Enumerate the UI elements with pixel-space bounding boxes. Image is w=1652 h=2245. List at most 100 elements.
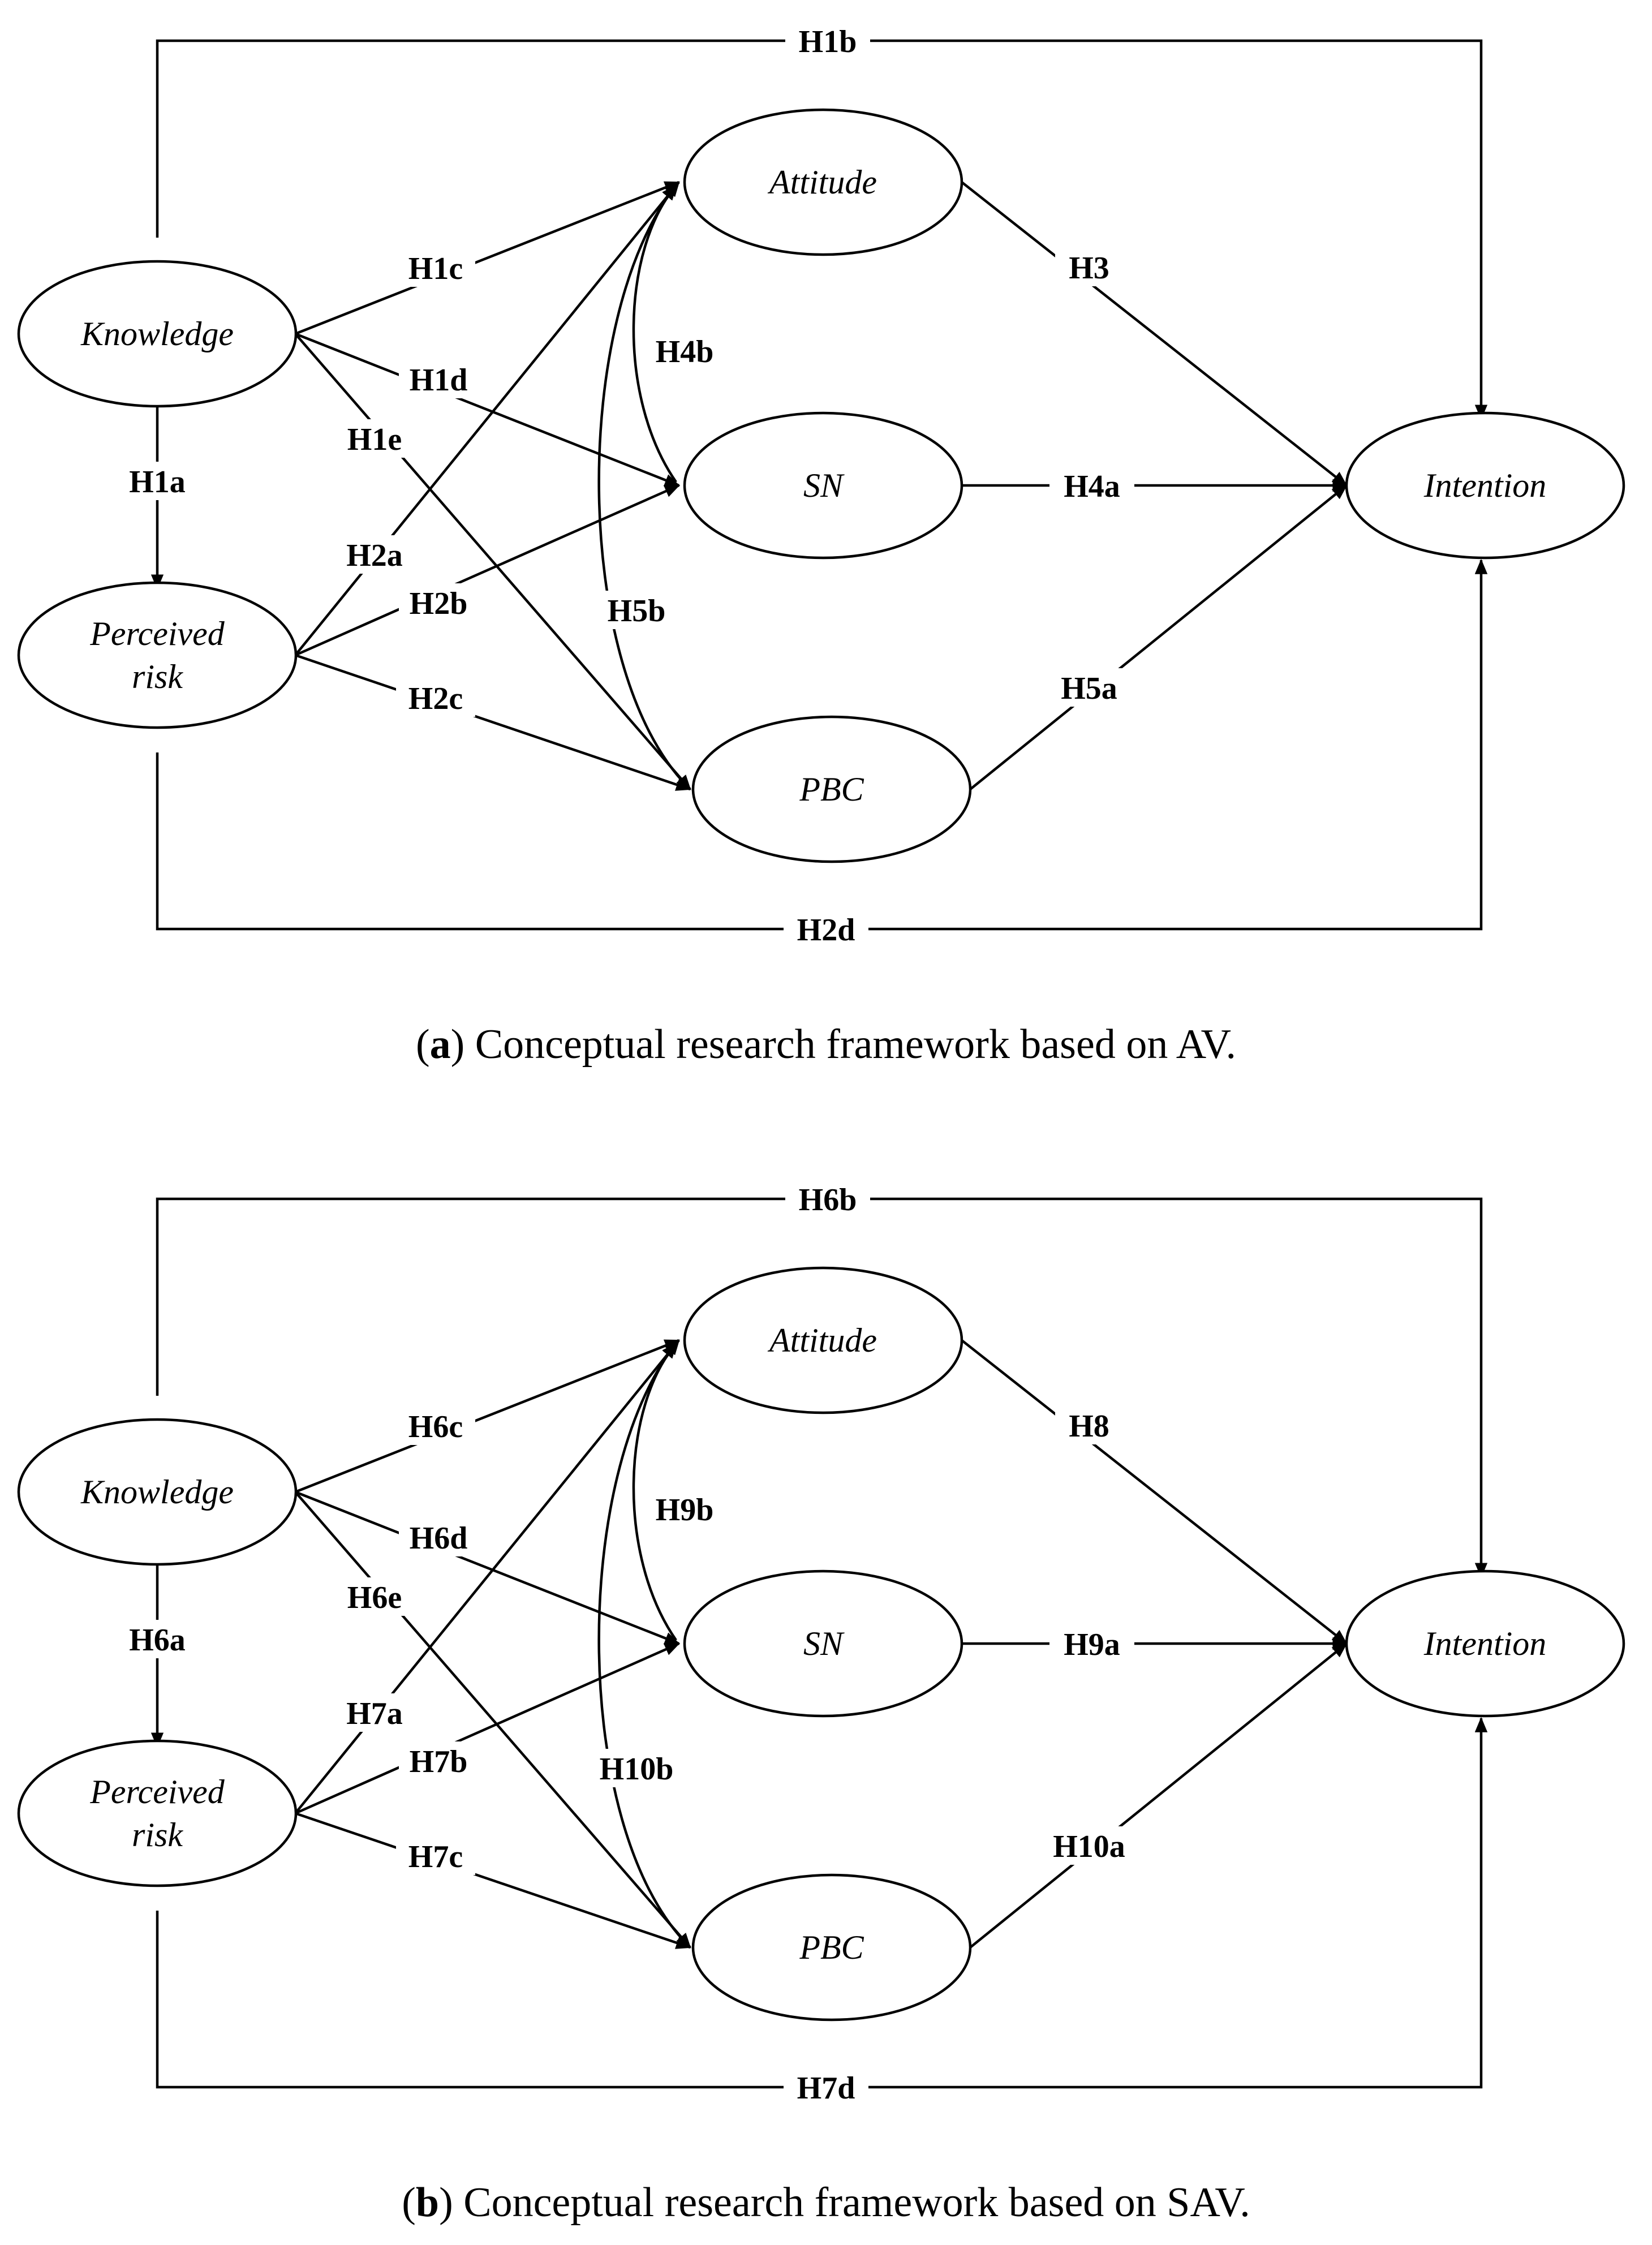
hypothesis-label-k-att: H1c <box>408 251 463 286</box>
hypothesis-label-bg <box>586 1749 687 1787</box>
attitude-node-label: Attitude <box>767 1322 877 1359</box>
knowledge-node-label: Knowledge <box>80 1473 234 1511</box>
hypothesis-label-k-sn: H6d <box>410 1521 468 1556</box>
perceived-risk-node-label-line-2: risk <box>132 658 183 695</box>
hypothesis-label-pr-int: H2d <box>797 913 855 948</box>
hypothesis-label-bg <box>399 1741 478 1780</box>
sn-node <box>683 411 963 560</box>
edge-attitude-intention <box>961 1339 1348 1645</box>
hypothesis-label-pr-pbc: H2c <box>408 681 463 716</box>
pbc-node <box>691 715 972 863</box>
attitude-node <box>683 1266 963 1414</box>
edge-knowledge-sn <box>295 332 681 487</box>
hypothesis-label-bg <box>586 591 687 629</box>
hypothesis-label-k-att: H6c <box>408 1409 463 1444</box>
hypothesis-label-bg <box>1049 466 1134 505</box>
perceived-risk-node <box>17 581 298 729</box>
caption-panel-key: b <box>416 2179 439 2226</box>
hypothesis-label-bg <box>1055 1406 1123 1444</box>
caption-text: ) Conceptual research framework based on… <box>439 2179 1250 2226</box>
knowledge-node <box>17 260 298 408</box>
hypothesis-label-pbc-int: H10a <box>1053 1829 1125 1864</box>
hypothesis-label-bg <box>396 1407 475 1445</box>
hypothesis-label-k-pbc: H6e <box>347 1580 402 1615</box>
sn-node <box>683 1569 963 1718</box>
hypothesis-label-sn-att: H4b <box>656 334 714 369</box>
hypothesis-label-bg <box>118 462 197 500</box>
hypothesis-label-bg <box>399 1518 478 1556</box>
hypothesis-label-pr-int: H7d <box>797 2071 855 2106</box>
framework-b: KnowledgePerceivedriskAttitudeSNPBCInten… <box>17 1180 1625 2226</box>
edge-perceived-risk-pbc <box>295 653 692 791</box>
hypothesis-label-bg <box>1049 1624 1134 1663</box>
hypothesis-label-k-pbc: H1e <box>347 422 402 457</box>
hypothesis-label-k-pr: H1a <box>129 465 186 500</box>
perceived-risk-node-label-line-1: Perceived <box>89 1773 225 1810</box>
edge-pbc-attitude <box>597 184 689 788</box>
perceived-risk-node-label-line-1: Perceived <box>89 615 225 652</box>
edge-attitude-intention <box>961 181 1348 487</box>
hypothesis-label-bg <box>784 910 868 948</box>
hypothesis-label-bg <box>396 678 475 717</box>
knowledge-node-label: Knowledge <box>80 315 234 352</box>
hypothesis-label-pbc-att: H5b <box>608 593 666 629</box>
edge-perceived-risk-attitude <box>294 181 680 656</box>
edge-perceived-risk-sn <box>295 1642 681 1815</box>
hypothesis-label-bg <box>118 1620 197 1658</box>
edge-knowledge-attitude <box>295 180 681 336</box>
hypothesis-label-bg <box>335 1693 414 1732</box>
hypothesis-label-bg <box>645 332 724 370</box>
hypothesis-label-bg <box>785 21 870 60</box>
perceived-risk-node <box>17 1739 298 1887</box>
hypothesis-label-k-sn: H1d <box>410 363 468 398</box>
pbc-node-label: PBC <box>799 771 864 808</box>
attitude-node <box>683 108 963 256</box>
hypothesis-label-bg <box>785 1180 870 1218</box>
hypothesis-label-bg <box>399 360 478 398</box>
edge-perceived-risk-sn <box>295 484 681 657</box>
perceived-risk-node-label-line-2: risk <box>132 1816 183 1853</box>
hypothesis-label-pr-pbc: H7c <box>408 1839 463 1874</box>
hypothesis-label-bg <box>396 248 475 287</box>
hypothesis-label-bg <box>335 419 414 458</box>
hypothesis-label-pbc-int: H5a <box>1061 671 1117 706</box>
caption-open-paren: ( <box>402 2179 416 2226</box>
knowledge-node <box>17 1418 298 1566</box>
hypothesis-label-k-int: H6b <box>799 1182 857 1218</box>
hypothesis-label-sn-int: H9a <box>1064 1627 1120 1662</box>
figure-caption: (b) Conceptual research framework based … <box>402 2179 1250 2226</box>
edge-pbc-attitude <box>597 1343 689 1946</box>
edge-perceived-risk-attitude <box>294 1339 680 1814</box>
pbc-node <box>691 1873 972 2022</box>
edge-knowledge-pbc <box>294 1491 691 1949</box>
hypothesis-label-bg <box>396 1837 475 1875</box>
hypothesis-label-att-int: H8 <box>1069 1409 1109 1444</box>
hypothesis-label-pbc-att: H10b <box>600 1752 674 1787</box>
caption-text: ) Conceptual research framework based on… <box>451 1021 1236 1068</box>
hypothesis-label-bg <box>645 1490 724 1528</box>
caption-panel-key: a <box>430 1021 451 1068</box>
hypothesis-label-bg <box>335 1577 414 1616</box>
caption-open-paren: ( <box>416 1021 430 1068</box>
intention-node <box>1345 1569 1625 1718</box>
intention-node-label: Intention <box>1423 467 1547 504</box>
hypothesis-label-bg <box>1055 248 1123 286</box>
hypothesis-label-att-int: H3 <box>1069 251 1109 286</box>
sn-node-label: SN <box>803 1625 845 1662</box>
hypothesis-label-pr-sn: H7b <box>410 1744 468 1779</box>
intention-node-label: Intention <box>1423 1625 1547 1662</box>
figure-caption: (a) Conceptual research framework based … <box>416 1021 1236 1068</box>
hypothesis-label-pr-sn: H2b <box>410 586 468 621</box>
hypothesis-label-bg <box>1041 668 1137 707</box>
attitude-node-label: Attitude <box>767 164 877 201</box>
edge-knowledge-attitude <box>295 1339 681 1494</box>
edge-pbc-intention <box>969 484 1348 790</box>
intention-node <box>1345 411 1625 560</box>
hypothesis-label-bg <box>335 535 414 574</box>
hypothesis-label-bg <box>399 583 478 622</box>
sn-node-label: SN <box>803 467 845 504</box>
edge-perceived-risk-pbc <box>295 1812 692 1949</box>
hypothesis-label-k-int: H1b <box>799 24 857 59</box>
